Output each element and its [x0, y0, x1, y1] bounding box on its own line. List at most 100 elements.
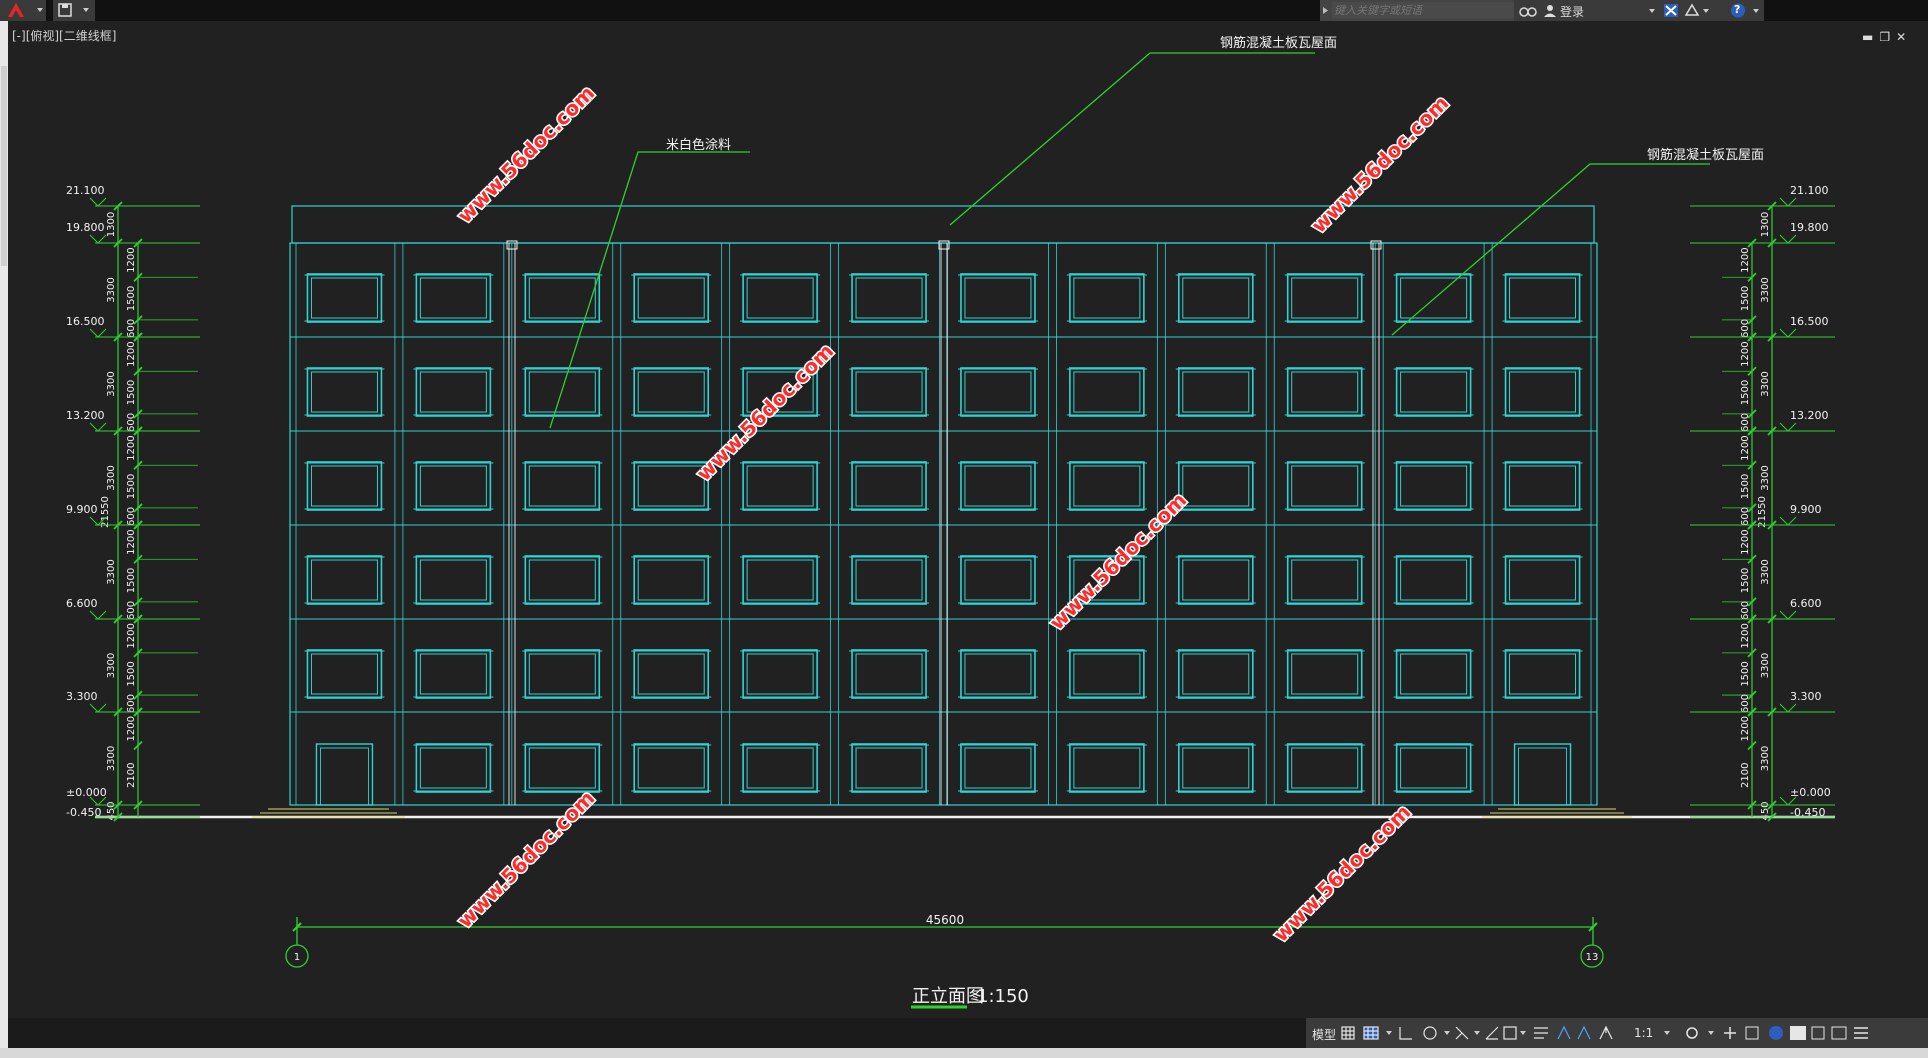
- window-inner: [310, 653, 378, 695]
- elevation-label: 9.900: [66, 503, 98, 516]
- elevation-triangle: [89, 234, 107, 244]
- window: [742, 555, 818, 605]
- outer-dim-label: 3300: [1760, 559, 1771, 584]
- window: [960, 461, 1036, 511]
- inner-dim-label: 600: [1740, 601, 1751, 620]
- outer-dim-label: 3300: [106, 746, 117, 771]
- window: [415, 649, 492, 699]
- window-inner: [637, 277, 705, 319]
- window: [1395, 367, 1472, 417]
- inner-dim-label: 600: [126, 601, 137, 620]
- window-inner: [1182, 371, 1250, 413]
- scroll-thumb[interactable]: [1, 66, 7, 266]
- dim-tick: [133, 740, 143, 751]
- login-label[interactable]: 登录: [1560, 5, 1585, 19]
- door-leaf: [1518, 747, 1567, 806]
- inner-dim-label: 1200: [1740, 247, 1751, 272]
- minimize-icon[interactable]: ▬: [1862, 30, 1880, 44]
- inner-dim-label: 600: [1740, 413, 1751, 432]
- binoculars-icon[interactable]: [1514, 0, 1764, 21]
- window: [633, 461, 710, 511]
- window: [1069, 461, 1145, 511]
- window: [960, 367, 1036, 417]
- window: [306, 555, 383, 605]
- rain-hopper: [506, 240, 518, 250]
- elevation-triangle: [89, 610, 107, 620]
- window: [415, 555, 492, 605]
- door-leaf: [320, 747, 369, 806]
- annotation-leaders: [549, 52, 1710, 429]
- window-inner: [1073, 559, 1141, 601]
- window-inner: [419, 747, 487, 789]
- window: [742, 461, 818, 511]
- left-scroll-strip[interactable]: [0, 21, 8, 1058]
- window-inner: [964, 371, 1032, 413]
- outer-dim-label: 3300: [1760, 746, 1771, 771]
- window-inner: [1182, 465, 1250, 507]
- watermark-3: www.56doc.com: [692, 339, 839, 486]
- elevation-label: 3.300: [1790, 690, 1822, 703]
- elevation-label: 6.600: [1790, 597, 1822, 610]
- outer-dim-label: 450: [1760, 801, 1771, 820]
- window: [742, 367, 818, 417]
- elevation-label: -0.450: [1790, 806, 1825, 819]
- application-menu-button[interactable]: [0, 0, 46, 21]
- window: [742, 273, 818, 323]
- window-inner: [1073, 277, 1141, 319]
- window-inner: [1073, 747, 1141, 789]
- window: [960, 649, 1036, 699]
- window-inner: [746, 653, 814, 695]
- window-inner: [637, 653, 705, 695]
- total-height-label: 21550: [100, 496, 111, 528]
- window: [851, 461, 927, 511]
- status-toolbar-icons[interactable]: [1306, 1018, 1928, 1048]
- window-inner: [1509, 653, 1577, 695]
- window-inner: [964, 747, 1032, 789]
- window-inner: [1400, 747, 1468, 789]
- outer-dim-label: 3300: [1760, 371, 1771, 396]
- window: [1177, 555, 1254, 605]
- watermark-6: www.56doc.com: [1269, 800, 1416, 947]
- outer-dim-label: 1300: [1760, 212, 1771, 237]
- window: [1286, 649, 1363, 699]
- window-inner: [1400, 371, 1468, 413]
- window: [415, 273, 492, 323]
- drawing-canvas[interactable]: 1300330033003300330033003300450215501200…: [8, 21, 1928, 1018]
- elevation-label: ±0.000: [1790, 786, 1831, 799]
- window: [742, 743, 818, 793]
- inner-dim-label: 600: [126, 319, 137, 338]
- quick-access-button[interactable]: [53, 0, 95, 21]
- search-input[interactable]: [1332, 2, 1514, 18]
- drawing-window-controls[interactable]: ▬❐✕: [1862, 30, 1912, 44]
- model-tab[interactable]: 模型: [1312, 1028, 1337, 1042]
- window-inner: [964, 653, 1032, 695]
- inner-dim-label: 1200: [126, 435, 137, 460]
- window-inner: [637, 559, 705, 601]
- annotation-roof-right: 钢筋混凝土板瓦屋面: [1647, 147, 1764, 163]
- inner-dim-label: 600: [1740, 507, 1751, 526]
- window-inner: [1182, 277, 1250, 319]
- window-inner: [528, 747, 596, 789]
- outer-dim-label: 3300: [1760, 465, 1771, 490]
- window-inner: [1182, 653, 1250, 695]
- help-icon[interactable]: ?: [1734, 3, 1741, 16]
- viewport-label[interactable]: [-][俯视][二维线框]: [12, 29, 117, 43]
- close-icon[interactable]: ✕: [1896, 30, 1913, 44]
- inner-dim-label: 2100: [1740, 763, 1751, 788]
- elevation-triangle: [1779, 516, 1797, 526]
- search-box[interactable]: [1320, 0, 1514, 21]
- window-inner: [419, 653, 487, 695]
- restore-icon[interactable]: ❐: [1879, 30, 1897, 44]
- window: [524, 649, 601, 699]
- bottom-strip: [0, 1048, 1928, 1058]
- window: [851, 555, 927, 605]
- window-inner: [746, 559, 814, 601]
- window-inner: [1291, 465, 1359, 507]
- annotation-scale[interactable]: 1:1: [1634, 1026, 1654, 1040]
- elevation-label: 6.600: [66, 597, 98, 610]
- rain-hopper: [938, 240, 950, 250]
- window-inner: [746, 371, 814, 413]
- window: [633, 367, 710, 417]
- grid-axis-bubble-start: [285, 944, 309, 968]
- save-icon: [58, 3, 89, 17]
